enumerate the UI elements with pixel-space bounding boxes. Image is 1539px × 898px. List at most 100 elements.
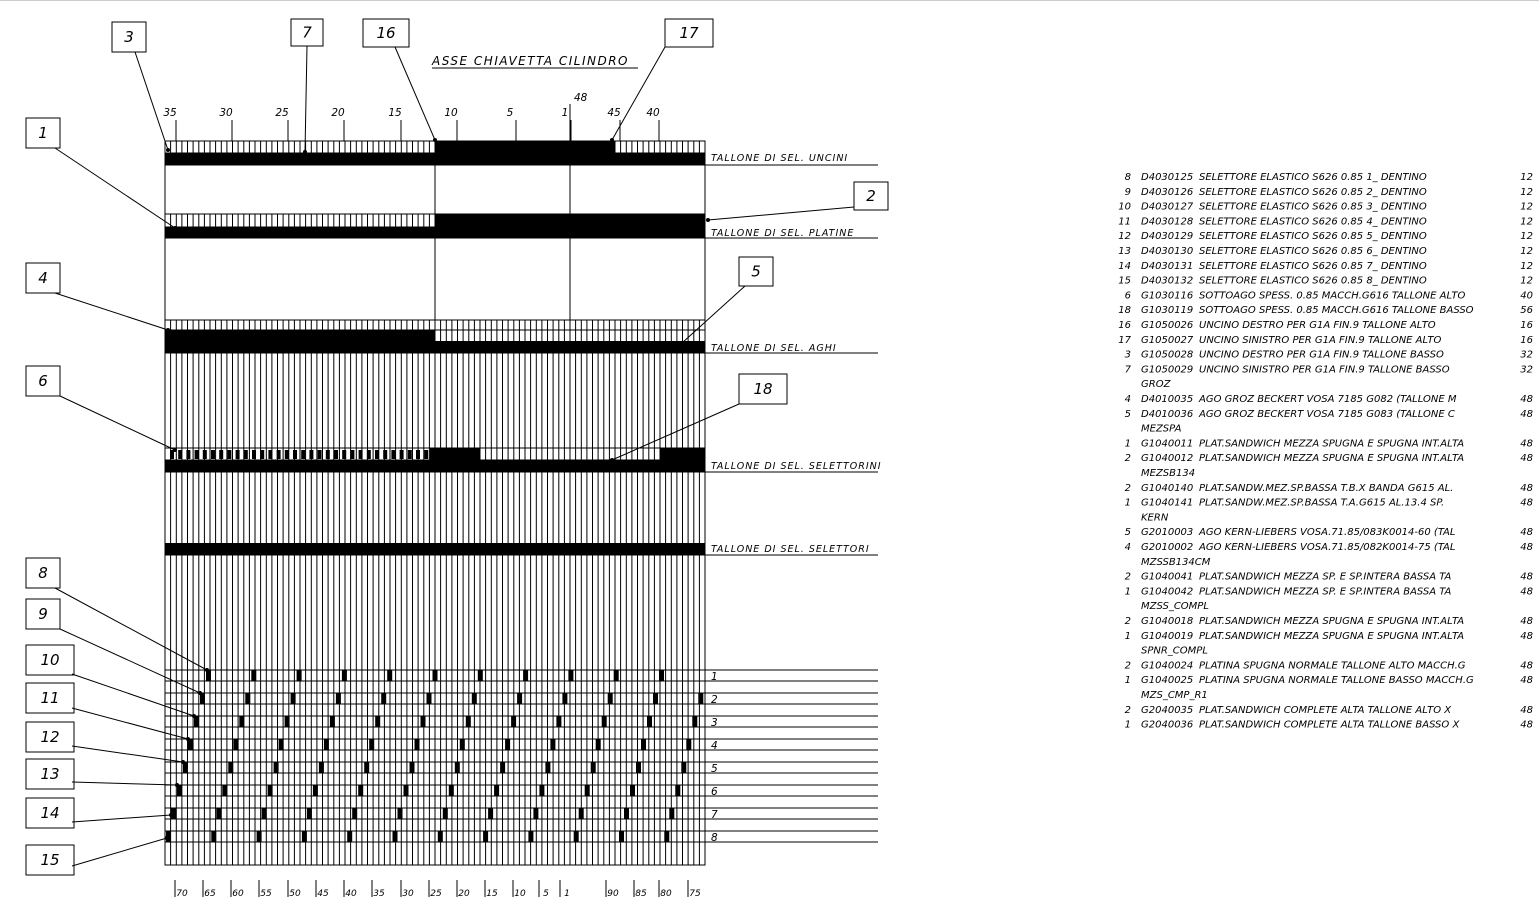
callout-box (853, 181, 889, 211)
leader-arrow (706, 218, 710, 222)
pattern-dot (347, 831, 353, 842)
parts-code: D4030125 (1141, 172, 1193, 183)
leader-arrow (610, 138, 614, 142)
pattern-dot (556, 716, 562, 727)
parts-code: G2010003 (1141, 527, 1193, 538)
parts-ref: 4 (1125, 394, 1131, 405)
selettorino-tooth (334, 450, 338, 459)
pattern-dot (273, 762, 279, 773)
pattern-dot (312, 785, 318, 796)
pattern-dot (659, 670, 664, 681)
parts-ref: 5 (1125, 409, 1131, 420)
parts-description: SELETTORE ELASTICO S626 0.85 3_ DENTINO (1199, 202, 1427, 213)
callout-number: 1 (38, 124, 48, 142)
parts-quantity: 48 (1520, 660, 1533, 671)
leader-line (71, 814, 172, 823)
parts-description: SELETTORE ELASTICO S626 0.85 5_ DENTINO (1199, 231, 1427, 242)
leader-arrow (173, 226, 177, 230)
top-scale-48: 48 (574, 92, 588, 104)
pattern-dot (432, 670, 438, 681)
parts-description: MEZSPA (1141, 424, 1182, 435)
parts-description: AGO GROZ BECKERT VOSA 7185 G082 (TALLONE… (1198, 394, 1457, 405)
pattern-dot (568, 670, 574, 681)
parts-code: D4030129 (1141, 231, 1193, 242)
parts-code: G1050028 (1141, 350, 1193, 361)
cam-band (435, 341, 705, 353)
callout-box (25, 557, 61, 589)
top-scale-label: 15 (388, 107, 402, 119)
pattern-dot (245, 693, 251, 704)
callout-box (25, 721, 75, 753)
parts-ref: 9 (1125, 187, 1131, 198)
pattern-dot (216, 808, 222, 819)
parts-code: G2010002 (1141, 542, 1193, 553)
pattern-dot (664, 831, 670, 842)
pattern-dot (251, 670, 257, 681)
parts-ref: 1 (1125, 675, 1131, 686)
parts-description: PLAT.SANDWICH COMPLETE ALTA TALLONE ALTO… (1199, 705, 1452, 716)
pattern-dot (584, 785, 590, 796)
leader-line (71, 673, 195, 717)
pattern-dot (188, 739, 193, 750)
leader-line (54, 587, 208, 671)
pattern-dot (171, 808, 176, 819)
pattern-dot (595, 739, 601, 750)
pattern-dot (183, 762, 188, 773)
bottom-scale-label: 25 (430, 889, 442, 898)
pattern-dot (284, 716, 290, 727)
cam-band (430, 448, 480, 460)
parts-code: G2040036 (1141, 720, 1193, 731)
pattern-dot (494, 785, 500, 796)
pattern-dot (166, 831, 171, 842)
pattern-dot (562, 693, 568, 704)
selettorino-tooth (366, 450, 371, 459)
callout-box (362, 18, 410, 48)
cam-band (435, 141, 615, 153)
pattern-dot (454, 762, 460, 773)
track-label-platine: TALLONE DI SEL. PLATINE (711, 228, 854, 239)
pattern-dot (601, 716, 607, 727)
selettorino-tooth (375, 450, 379, 459)
top-scale-label: 45 (607, 107, 621, 119)
parts-quantity: 12 (1520, 261, 1533, 272)
parts-ref: 2 (1125, 660, 1131, 671)
pattern-dot (369, 739, 375, 750)
selettorino-tooth (416, 450, 420, 459)
leader-line (611, 46, 666, 141)
parts-quantity: 48 (1520, 586, 1533, 597)
pattern-dot (698, 693, 704, 704)
parts-code: G1050029 (1141, 364, 1193, 375)
pattern-dot (329, 716, 335, 727)
pattern-dot (619, 831, 624, 842)
parts-description: UNCINO SINISTRO PER G1A FIN.9 TALLONE BA… (1199, 364, 1450, 375)
leader-line (59, 628, 201, 694)
pattern-dot (517, 693, 523, 704)
leader-arrow (205, 668, 209, 672)
parts-description: SELETTORE ELASTICO S626 0.85 6_ DENTINO (1199, 246, 1427, 257)
parts-code: D4030130 (1141, 246, 1193, 257)
parts-quantity: 12 (1520, 172, 1533, 183)
parts-quantity: 48 (1520, 675, 1533, 686)
parts-quantity: 48 (1520, 631, 1533, 642)
pattern-dot (335, 693, 341, 704)
bottom-scale-label: 1 (564, 889, 570, 898)
bottom-scale-label: 60 (232, 889, 244, 898)
parts-description: KERN (1141, 512, 1169, 523)
selettorino-tooth (342, 450, 347, 459)
pattern-dot (545, 762, 551, 773)
parts-code: D4010035 (1141, 394, 1193, 405)
pattern-dot (414, 739, 420, 750)
selettorino-tooth (202, 450, 207, 459)
bottom-scale-label: 15 (486, 889, 498, 898)
pattern-dot (533, 808, 539, 819)
callout-number: 14 (40, 804, 59, 822)
pattern-dot (420, 716, 426, 727)
parts-ref: 15 (1118, 276, 1131, 287)
parts-code: G1030119 (1141, 305, 1193, 316)
parts-ref: 6 (1125, 290, 1131, 301)
parts-description: SELETTORE ELASTICO S626 0.85 1_ DENTINO (1199, 172, 1427, 183)
selettorino-tooth (186, 450, 191, 459)
pattern-row-number: 3 (711, 717, 718, 729)
parts-description: MEZSB134 (1141, 468, 1195, 479)
